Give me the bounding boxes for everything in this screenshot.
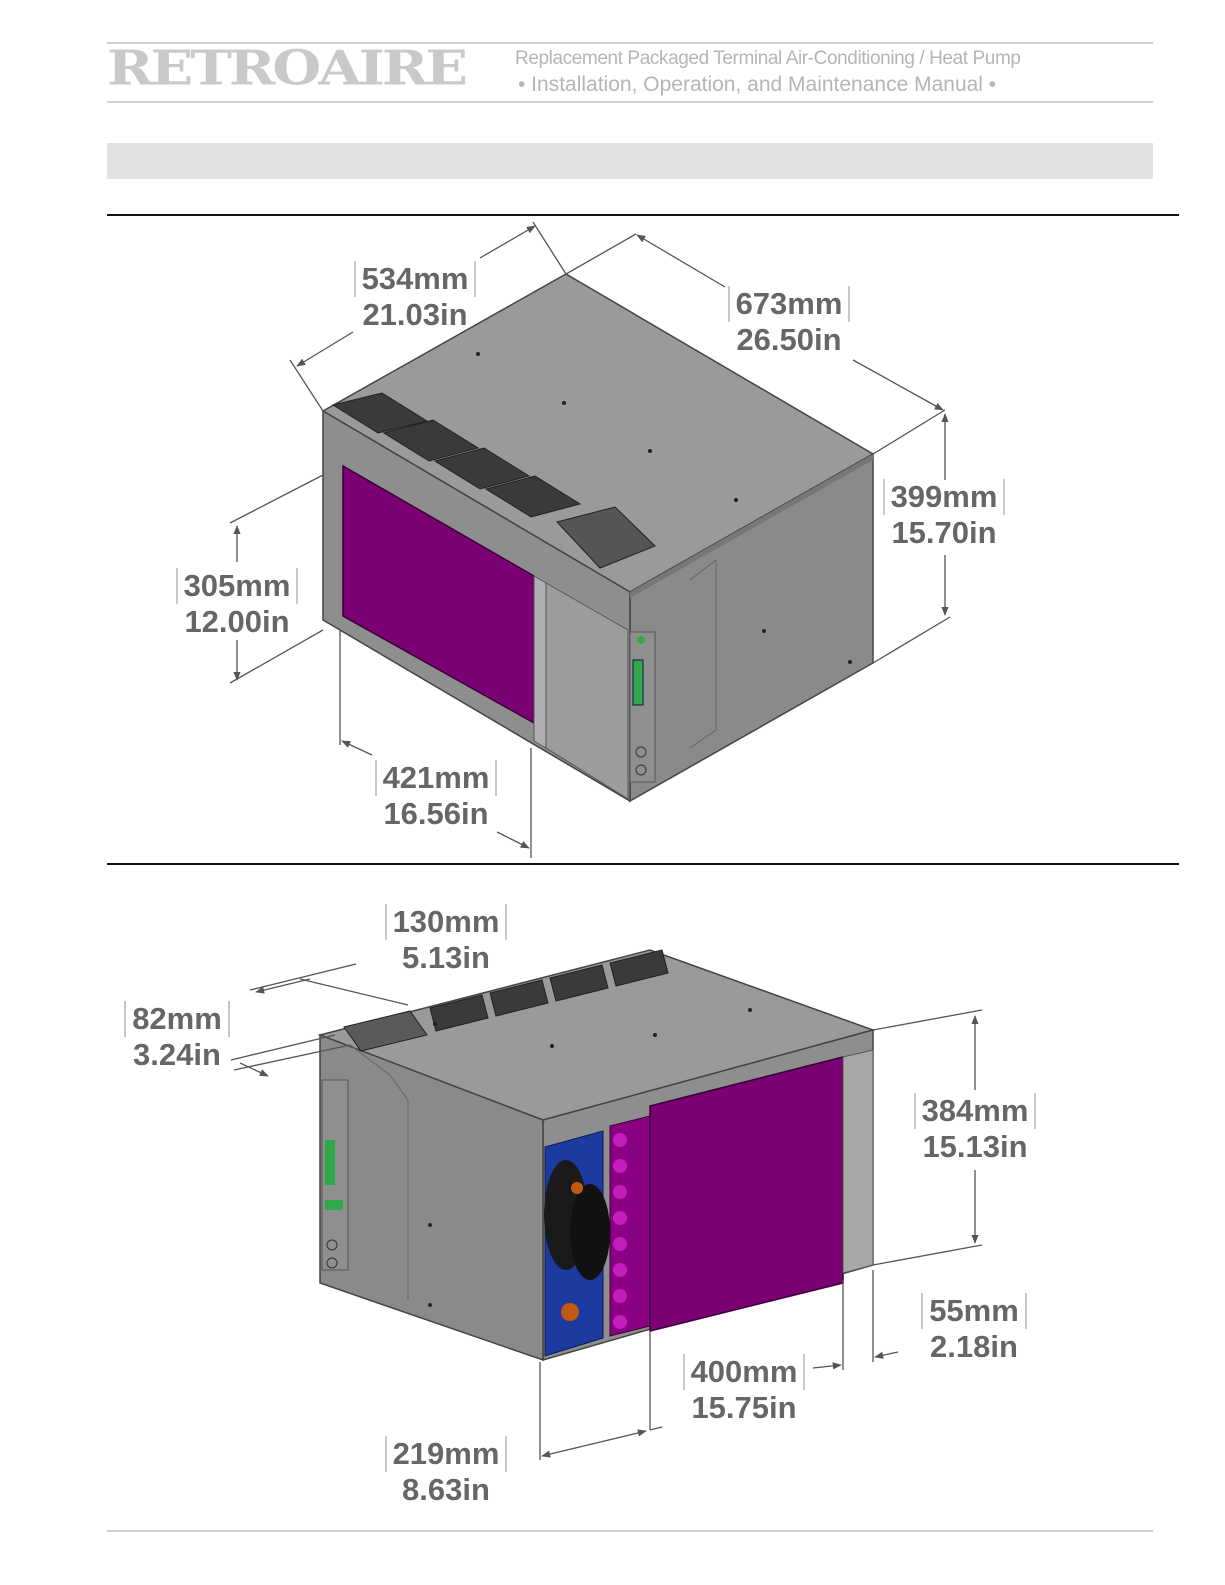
unit-bottom-view bbox=[320, 950, 873, 1360]
rear-coil-panel bbox=[650, 1057, 843, 1331]
coil-tubes bbox=[610, 1116, 650, 1336]
